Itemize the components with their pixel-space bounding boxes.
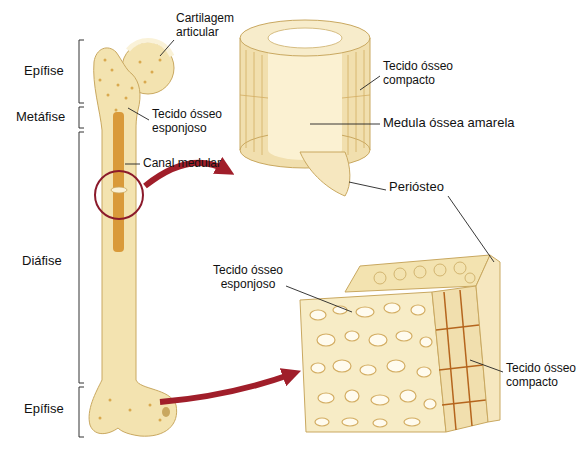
part-label: Medula óssea amarela (383, 116, 543, 131)
part-label: Canal medular (143, 157, 233, 171)
shaft-section (240, 20, 370, 196)
region-label: Epífise (24, 64, 76, 79)
part-label: Tecido ósseo compacto (506, 362, 582, 390)
zoom-circle (95, 171, 143, 219)
region-brackets (79, 40, 84, 437)
part-label: Cartilagem articular (176, 12, 248, 40)
bone-block (300, 255, 500, 432)
part-label: Periósteo (389, 180, 469, 195)
region-label: Diáfise (22, 254, 77, 269)
region-label: Metáfise (16, 110, 76, 125)
leader-lines (125, 40, 503, 372)
region-label: Epífise (24, 402, 76, 417)
femur (89, 40, 177, 436)
part-label: Tecido ósseo esponjoso (152, 108, 234, 136)
zoom-arrows (145, 163, 292, 402)
part-label: Tecido ósseo esponjoso (206, 264, 290, 292)
part-label: Tecido ósseo compacto (383, 60, 467, 88)
